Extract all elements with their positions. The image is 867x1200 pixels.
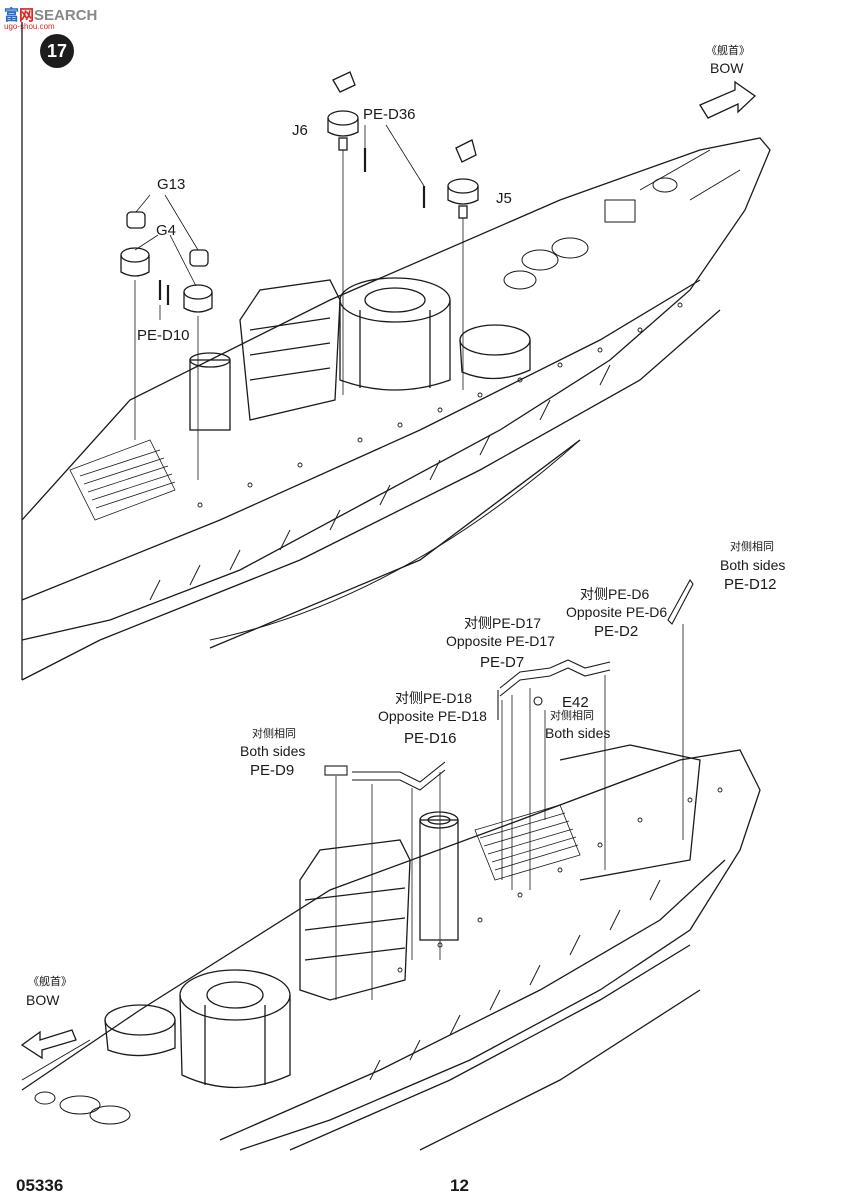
pe-d9-cn: 对侧相同 <box>252 728 296 740</box>
watermark-search: SEARCH <box>34 7 98 24</box>
bow-arrow-top <box>699 80 757 119</box>
bottom-gun-tub <box>104 1004 176 1057</box>
pe-d12-en: Both sides <box>720 557 786 573</box>
pe-d16-en: Opposite PE-D18 <box>378 708 487 724</box>
watermark-sub: ugo-shou.com <box>4 22 55 31</box>
label-pe-d2: PE-D2 <box>594 623 639 640</box>
pe-d16-cn: 对侧PE-D18 <box>395 690 473 706</box>
pe-strips-bottom <box>324 578 694 791</box>
part-g13-left <box>126 211 146 229</box>
footer-page: 12 <box>450 1176 469 1195</box>
pe-d7-en: Opposite PE-D17 <box>446 633 555 649</box>
top-grated-deck <box>69 439 176 521</box>
part-g13-right <box>189 249 209 267</box>
bow-arrow-bottom <box>20 1029 77 1060</box>
pe-d2-cn: 对侧PE-D6 <box>580 586 650 602</box>
step-number: 17 <box>40 34 74 68</box>
watermark: 富网SEARCH <box>4 4 97 25</box>
bow-top-cn: 《舰首》 <box>706 45 750 57</box>
bow-bottom-en: BOW <box>26 992 60 1008</box>
label-pe-d10: PE-D10 <box>137 327 190 344</box>
top-superstructure <box>189 279 341 431</box>
label-pe-d16: PE-D16 <box>404 730 457 747</box>
footer-code: 05336 <box>16 1176 64 1195</box>
label-e42: E42 <box>562 694 589 711</box>
bow-top-en: BOW <box>710 60 744 76</box>
top-ship-hull <box>21 137 771 649</box>
label-pe-d9: PE-D9 <box>250 762 295 779</box>
label-g13: G13 <box>157 176 186 193</box>
e42-cn: 对侧相同 <box>550 710 594 722</box>
label-pe-d7: PE-D7 <box>480 654 525 671</box>
leader-lines-bottom <box>335 624 684 1000</box>
watermark-char-b: 网 <box>19 7 35 24</box>
pe-d12-cn: 对侧相同 <box>730 541 774 553</box>
label-pe-d12: PE-D12 <box>724 576 777 593</box>
top-barbette <box>339 277 451 391</box>
e42-en: Both sides <box>545 725 611 741</box>
label-pe-d36: PE-D36 <box>363 106 416 123</box>
pe-d9-en: Both sides <box>240 743 306 759</box>
top-frame-diag <box>21 639 101 681</box>
bottom-barbette <box>179 969 291 1089</box>
bottom-superstructure <box>299 811 459 1001</box>
watermark-char-a: 富 <box>4 7 20 24</box>
top-deck-fittings <box>503 149 741 290</box>
label-j5: J5 <box>496 190 512 207</box>
part-g4-right <box>183 284 213 313</box>
bottom-raised-deck <box>559 744 701 881</box>
pe-d7-cn: 对侧PE-D17 <box>464 615 542 631</box>
part-j6 <box>327 71 359 151</box>
label-j6: J6 <box>292 122 308 139</box>
part-g4-left <box>120 247 150 277</box>
top-gun-tub <box>459 324 531 380</box>
pe-strips-top <box>158 148 426 305</box>
pe-d2-en: Opposite PE-D6 <box>566 604 668 620</box>
leader-lines-top <box>134 124 464 480</box>
bottom-bow-fittings <box>21 1039 131 1125</box>
part-j5 <box>447 139 479 219</box>
bow-bottom-cn: 《舰首》 <box>28 976 72 988</box>
bottom-grated-deck <box>474 804 581 881</box>
label-g4: G4 <box>156 222 177 239</box>
bottom-ship-hull <box>21 749 761 1151</box>
